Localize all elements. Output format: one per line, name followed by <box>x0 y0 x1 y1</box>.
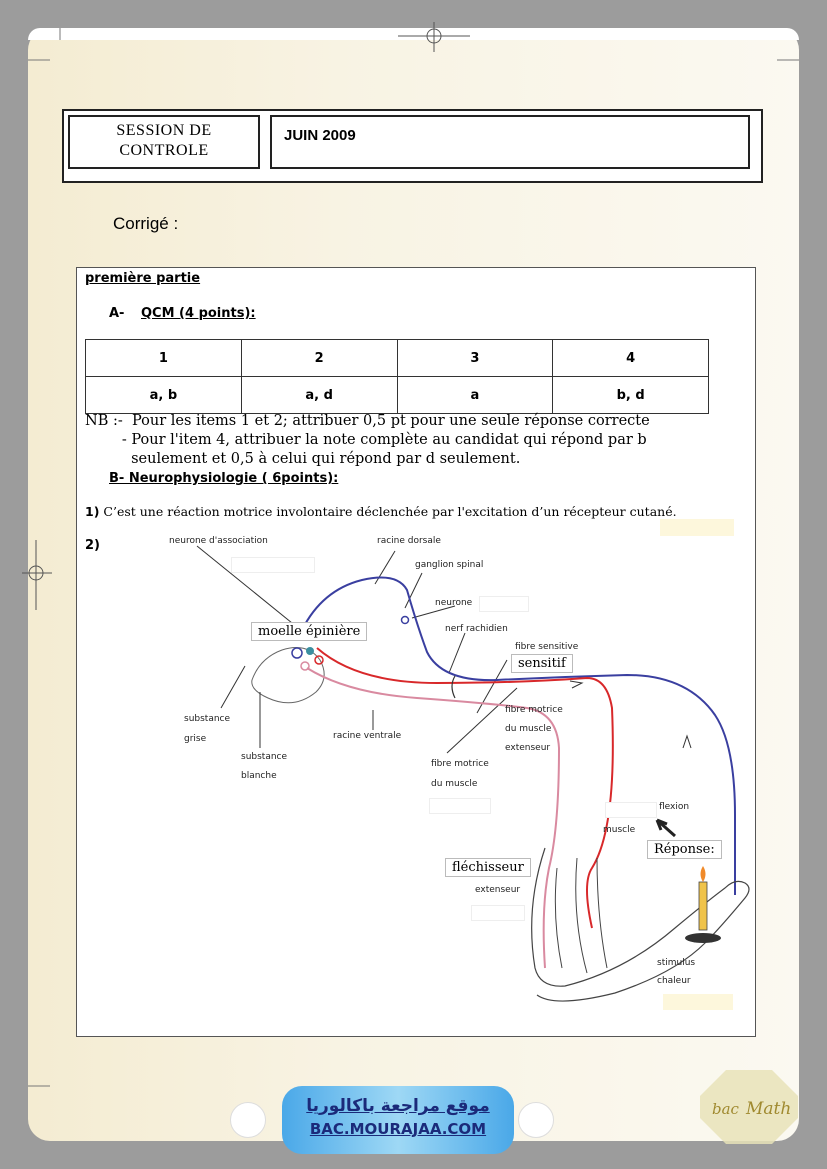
answer-box: première partie A- QCM (4 points): 1 2 3… <box>76 267 756 1037</box>
footer-arabic-title: موقع مراجعة باكالوريا <box>306 1096 490 1116</box>
qcm-header-cell: 2 <box>240 339 398 377</box>
registration-mark-top <box>398 22 470 52</box>
site-logo-right <box>518 1102 554 1138</box>
bacmath-logo: bac Math <box>700 1070 798 1144</box>
overlay-moelle-epiniere: moelle épinière <box>251 622 368 641</box>
registration-mark-left <box>22 540 52 610</box>
label-fibre-motrice-1: fibre motrice <box>431 759 489 769</box>
session-header: SESSION DE CONTROLE JUIN 2009 <box>62 109 763 183</box>
label-substance-blanche-1: substance <box>241 752 288 762</box>
session-label: SESSION DE CONTROLE <box>68 115 260 169</box>
question-1-text: C’est une réaction motrice involontaire … <box>103 504 677 519</box>
label-racine-ventrale: racine ventrale <box>333 731 402 741</box>
qcm-table: 1 2 3 4 a, b a, d a b, d <box>85 339 709 414</box>
nb-line: NB :- Pour les items 1 et 2; attribuer 0… <box>85 413 650 429</box>
reflex-arc-diagram <box>196 545 750 1002</box>
qcm-answer-cell: b, d <box>552 376 709 414</box>
label-ganglion-spinal: ganglion spinal <box>415 560 484 570</box>
blank-field <box>605 802 657 818</box>
label-nerf-rachidien: nerf rachidien <box>445 624 508 634</box>
label-neurone-association: neurone d'association <box>169 536 268 546</box>
blank-field <box>429 798 491 814</box>
nb-line: seulement et 0,5 à celui qui répond par … <box>85 451 521 467</box>
overlay-reponse: Réponse: <box>647 840 722 859</box>
label-substance-grise-1: substance <box>184 714 231 724</box>
label-fibre-motrice-ext-3: extenseur <box>505 743 551 753</box>
overlay-flechisseur: fléchisseur <box>445 858 531 877</box>
footer-banner[interactable]: موقع مراجعة باكالوريا BAC.MOURAJAA.COM <box>282 1086 514 1154</box>
label-fibre-motrice-2: du muscle <box>431 779 478 789</box>
blank-field <box>471 905 525 921</box>
svg-text:Math: Math <box>745 1099 791 1119</box>
qcm-header-cell: 4 <box>552 339 709 377</box>
sectionA-title: QCM (4 points): <box>141 306 256 321</box>
blank-field <box>663 994 733 1010</box>
qcm-answer-cell: a <box>396 376 554 414</box>
site-logo-left <box>230 1102 266 1138</box>
label-muscle: muscle <box>603 825 636 835</box>
session-label-line1: SESSION DE <box>116 122 212 139</box>
nb-note: NB :- Pour les items 1 et 2; attribuer 0… <box>85 412 650 469</box>
label-substance-blanche-2: blanche <box>241 771 277 781</box>
label-stimulus: stimulus <box>657 958 696 968</box>
label-racine-dorsale: racine dorsale <box>377 536 441 546</box>
corrige-heading: Corrigé : <box>113 214 179 233</box>
blank-field <box>479 596 529 612</box>
nb-line: - Pour l'item 4, attribuer la note compl… <box>85 432 647 448</box>
footer-url-link[interactable]: BAC.MOURAJAA.COM <box>309 1120 487 1138</box>
label-chaleur: chaleur <box>657 976 691 986</box>
label-fibre-motrice-ext-1: fibre motrice <box>505 705 563 715</box>
session-date: JUIN 2009 <box>270 115 750 169</box>
qcm-answer-row: a, b a, d a b, d <box>85 376 709 414</box>
crop-marks <box>28 28 799 1087</box>
question-1-answer: 1) C’est une réaction motrice involontai… <box>85 504 677 519</box>
label-fibre-motrice-ext-2: du muscle <box>505 724 552 734</box>
label-extenseur: extenseur <box>475 885 521 895</box>
svg-text:bac: bac <box>712 1100 740 1118</box>
question-1-number: 1) <box>85 504 100 519</box>
sectionA-letter: A- <box>109 306 125 321</box>
label-substance-grise-2: grise <box>184 734 207 744</box>
qcm-answer-cell: a, d <box>240 376 398 414</box>
blank-field <box>660 519 734 536</box>
qcm-answer-cell: a, b <box>85 376 242 414</box>
label-fibre-sensitive: fibre sensitive <box>515 642 579 652</box>
label-neurone: neurone <box>435 598 473 608</box>
blank-field <box>231 557 315 573</box>
sectionB-title: B- Neurophysiologie ( 6points): <box>109 471 339 486</box>
session-label-line2: CONTROLE <box>119 142 209 159</box>
question-2-number: 2) <box>85 538 100 553</box>
part1-title: première partie <box>85 271 201 286</box>
page-top-band <box>28 28 799 40</box>
label-flexion: flexion <box>659 802 690 812</box>
overlay-sensitif: sensitif <box>511 654 573 673</box>
